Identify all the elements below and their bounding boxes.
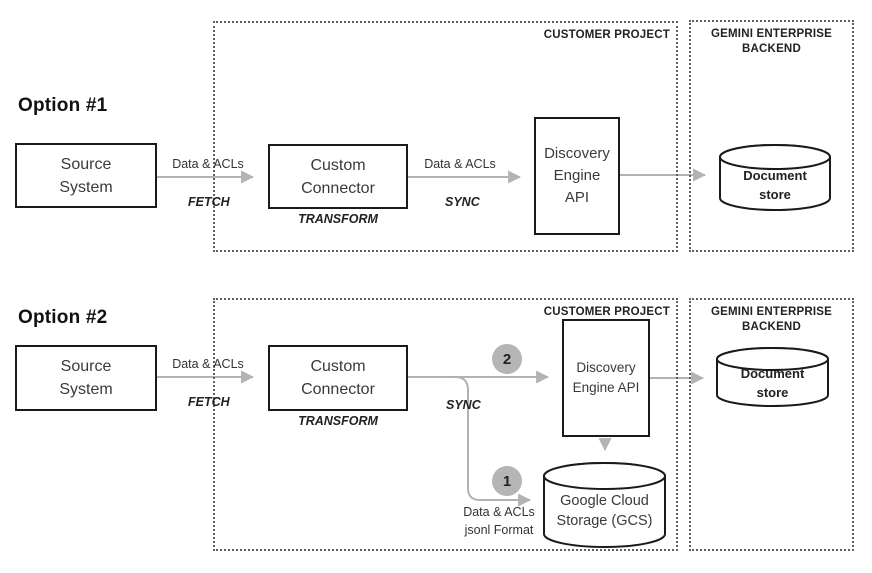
source-system-node-opt2: Source System xyxy=(15,345,157,411)
fetch-verb-opt1: FETCH xyxy=(188,195,230,209)
badge-path-2: 2 xyxy=(492,344,522,374)
custom-connector-line1: Custom xyxy=(310,156,366,174)
gemini-backend-label-line2: BACKEND xyxy=(742,43,801,55)
badge-path-1: 1 xyxy=(492,466,522,496)
sync-verb-opt1: SYNC xyxy=(445,195,480,209)
discovery-engine-node-opt1: Discovery Engine API xyxy=(534,117,620,235)
document-store-line1: Document xyxy=(743,168,807,183)
arrow-opt2-branch-to-gcs xyxy=(454,376,532,507)
gcs-line2: Storage (GCS) xyxy=(556,513,653,529)
gcs-cylinder xyxy=(543,462,666,548)
source-system-node-opt1: Source System xyxy=(15,143,157,208)
gemini-backend-label-line1: GEMINI ENTERPRISE xyxy=(711,306,832,318)
gcs-line1: Google Cloud xyxy=(560,493,649,509)
transform-verb-opt1: TRANSFORM xyxy=(298,212,378,226)
source-system-line2: System xyxy=(59,178,113,196)
gemini-backend-label-line2: BACKEND xyxy=(742,321,801,333)
customer-project-section-opt1: CUSTOMER PROJECT xyxy=(213,21,678,252)
customer-project-section-opt2: CUSTOMER PROJECT xyxy=(213,298,678,551)
discovery-engine-line1: Discovery xyxy=(544,145,610,162)
gcs-label: Google Cloud Storage (GCS) xyxy=(542,491,667,531)
document-store-line2: store xyxy=(756,385,789,400)
gemini-backend-label-opt2: GEMINI ENTERPRISE BACKEND xyxy=(691,305,852,335)
sync-verb-opt2: SYNC xyxy=(446,398,481,412)
custom-connector-line1: Custom xyxy=(310,358,366,375)
document-store-line1: Document xyxy=(740,366,805,381)
transform-verb-opt2: TRANSFORM xyxy=(298,414,378,428)
discovery-engine-line3: API xyxy=(564,189,590,206)
fetch-verb-opt2: FETCH xyxy=(188,395,230,409)
custom-connector-node-opt1: Custom Connector xyxy=(268,144,408,209)
fetch-edge-label-opt1: Data & ACLs xyxy=(172,157,244,171)
document-store-line2: store xyxy=(759,187,791,202)
option2-title: Option #2 xyxy=(18,307,108,328)
sync-edge-label-opt1: Data & ACLs xyxy=(424,157,496,171)
customer-project-label-opt1: CUSTOMER PROJECT xyxy=(543,29,670,41)
discovery-engine-line2: Engine API xyxy=(572,380,640,395)
customer-project-label-opt2: CUSTOMER PROJECT xyxy=(543,306,670,318)
discovery-engine-node-opt2: Discovery Engine API xyxy=(562,319,650,437)
gcs-edge-line1: Data & ACLs xyxy=(463,505,535,519)
custom-connector-node-opt2: Custom Connector xyxy=(268,345,408,411)
source-system-line1: Source xyxy=(60,358,112,375)
document-store-cylinder-opt2 xyxy=(716,347,829,407)
source-system-line1: Source xyxy=(60,155,112,173)
gcs-edge-label: Data & ACLs jsonl Format xyxy=(450,503,548,539)
option1-title: Option #1 xyxy=(18,95,108,116)
gcs-edge-line2: jsonl Format xyxy=(464,523,534,537)
custom-connector-line2: Connector xyxy=(301,381,375,398)
document-store-label-opt2: Document store xyxy=(717,364,828,402)
fetch-edge-label-opt2: Data & ACLs xyxy=(172,357,244,371)
source-system-line2: System xyxy=(59,381,113,398)
discovery-engine-line2: Engine xyxy=(553,167,601,184)
gemini-backend-section-opt2: GEMINI ENTERPRISE BACKEND xyxy=(689,298,854,551)
gemini-backend-label-opt1: GEMINI ENTERPRISE BACKEND xyxy=(691,27,852,57)
gemini-backend-label-line1: GEMINI ENTERPRISE xyxy=(711,28,832,40)
custom-connector-line2: Connector xyxy=(301,179,375,197)
document-store-label-opt1: Document store xyxy=(720,166,830,204)
discovery-engine-line1: Discovery xyxy=(576,360,636,375)
document-store-cylinder-opt1 xyxy=(719,144,831,211)
gemini-backend-section-opt1: GEMINI ENTERPRISE BACKEND xyxy=(689,20,854,252)
